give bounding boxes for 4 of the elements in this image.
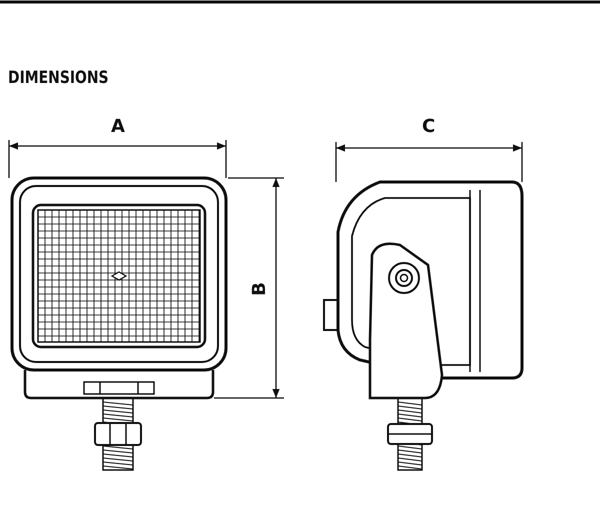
dimension-label: A (111, 118, 125, 136)
dimension-label: C (422, 118, 436, 136)
dimension-label: B (250, 282, 269, 296)
section-title: DIMENSIONS (8, 70, 109, 87)
